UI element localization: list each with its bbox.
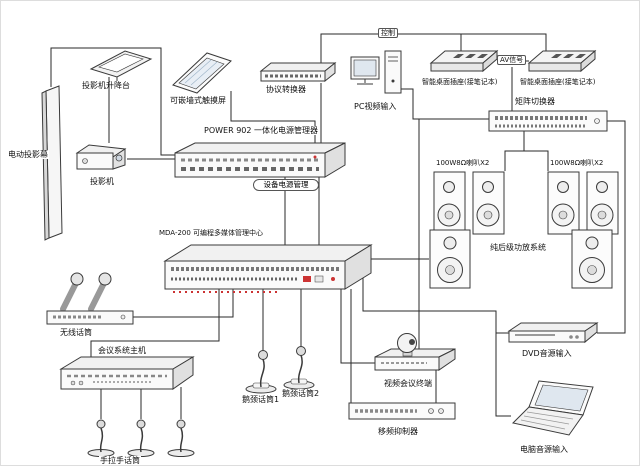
- hand-mics-label: 手拉手话筒: [99, 456, 141, 465]
- pc-graphic: [349, 49, 407, 101]
- projector-lift-label: 投影机升降台: [82, 81, 130, 90]
- wireless-mic-graphic: [43, 265, 139, 325]
- amp-speaker-right-graphic: [571, 229, 613, 289]
- wire-mda-to-host: [90, 289, 220, 359]
- wireless-mic-label: 无线话筒: [59, 328, 93, 338]
- touch-screen-label: 可嵌墙式触摸屏: [169, 96, 227, 106]
- hand-mic-3-graphic: [157, 411, 201, 457]
- laptop-graphic: [511, 379, 605, 443]
- speakers-left-label: 100W8Ω喇叭X2: [435, 159, 491, 168]
- gooseneck-mic-2-label: 鹅颈话筒2: [281, 389, 321, 399]
- mda-200-label: MDA-200 可编程多媒体管理中心: [158, 229, 265, 238]
- projector-lift-graphic: [89, 45, 153, 81]
- wire-matrix-to-dvd: [597, 120, 626, 334]
- conference-host-label: 会议系统主机: [97, 346, 147, 356]
- wire-mda-to-wireless: [133, 289, 234, 318]
- frequency-shifter-label: 移频抑制器: [377, 427, 419, 437]
- dvd-player-graphic: [505, 317, 601, 347]
- wire-control-bus: [320, 33, 547, 63]
- wire-pc-to-matrix: [401, 88, 489, 120]
- amp-speaker-left-graphic: [429, 229, 471, 289]
- device-power-mgmt-label: 设备电源管理: [253, 179, 319, 191]
- protocol-converter-graphic: [257, 59, 339, 85]
- projector-graphic: [73, 139, 129, 175]
- matrix-switcher-graphic: [487, 105, 609, 133]
- projector-label: 投影机: [89, 177, 115, 187]
- matrix-switcher-label: 矩阵切换器: [514, 97, 556, 107]
- speakers-left-graphic: [433, 171, 505, 235]
- video-terminal-graphic: [367, 331, 461, 375]
- hand-mic-1-graphic: [77, 411, 121, 457]
- frequency-shifter-graphic: [347, 399, 459, 425]
- conference-host-graphic: [53, 351, 199, 393]
- control-bus-label: 控制: [378, 28, 398, 39]
- gooseneck-mic-2-graphic: [275, 339, 323, 391]
- mda-200-graphic: [157, 237, 379, 299]
- smart-socket-2-label: 智能桌面插座(接笔记本): [519, 78, 597, 87]
- smart-socket-2-graphic: [525, 47, 599, 77]
- protocol-converter-label: 协议转换器: [265, 85, 307, 95]
- pc-video-input-label: PC视频输入: [353, 102, 398, 112]
- wire-speakers-link: [504, 150, 549, 171]
- power-902-label: POWER 902 一体化电源管理器: [203, 126, 319, 136]
- hand-mic-2-graphic: [117, 411, 161, 457]
- speakers-right-graphic: [547, 171, 619, 235]
- gooseneck-mic-1-graphic: [237, 343, 285, 395]
- wire-mda-to-terminal: [340, 289, 375, 364]
- amp-system-label: 纯后级功放系统: [489, 243, 547, 253]
- electric-screen-graphic: [37, 85, 65, 241]
- touch-screen-graphic: [167, 47, 237, 95]
- wire-screen-to-power: [50, 47, 175, 156]
- smart-socket-1-graphic: [427, 47, 501, 77]
- smart-socket-1-label: 智能桌面插座(接笔记本): [421, 78, 499, 87]
- computer-audio-label: 电脑音源输入: [519, 445, 569, 455]
- speakers-right-label: 100W8Ω喇叭X2: [549, 159, 605, 168]
- dvd-input-label: DVD音源输入: [521, 349, 573, 359]
- av-signal-label: AV信号: [497, 55, 527, 66]
- power-902-graphic: [169, 135, 351, 183]
- video-terminal-label: 视频会议终端: [383, 379, 433, 389]
- gooseneck-mic-1-label: 鹅颈话筒1: [241, 395, 281, 405]
- electric-screen-label: 电动投影幕: [7, 150, 49, 160]
- wire-mda-to-laptop: [362, 278, 511, 417]
